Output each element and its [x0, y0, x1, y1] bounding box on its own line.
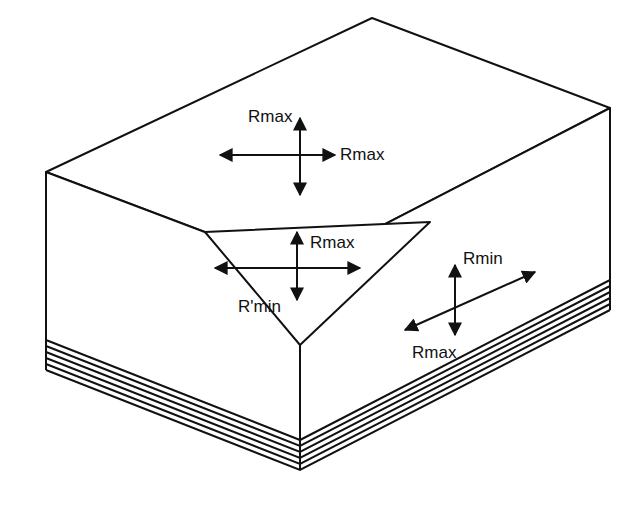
cut-triangle [205, 222, 430, 345]
stress-label: Rmax [310, 234, 354, 251]
layers [46, 280, 610, 470]
stress-label: Rmax [248, 108, 292, 125]
stress-label: Rmin [463, 250, 503, 267]
stress-arrows [215, 118, 535, 335]
left-face [46, 172, 300, 440]
stress-label: R'min [238, 298, 281, 315]
stress-label: Rmax [340, 146, 384, 163]
stress-label: Rmax [412, 344, 456, 361]
